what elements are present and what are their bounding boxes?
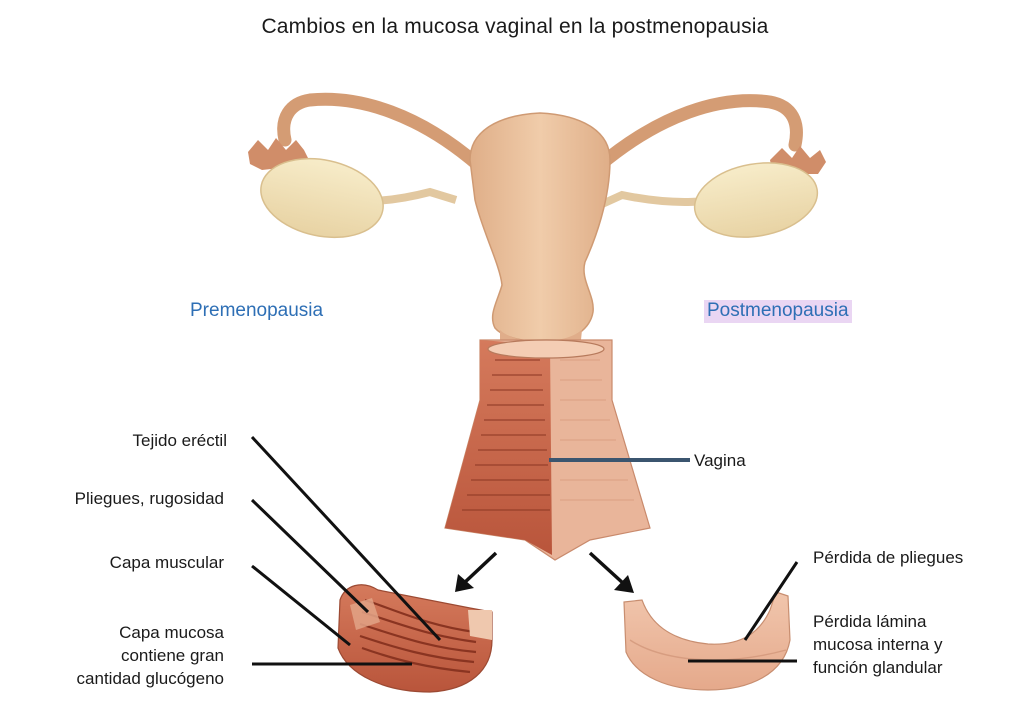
label-perdida-lamina: Pérdida lámina mucosa interna y función … xyxy=(813,611,942,680)
leader-pliegues xyxy=(252,500,368,612)
label-capa-mucosa-line-2: contiene gran xyxy=(77,645,224,668)
label-capa-muscular: Capa muscular xyxy=(110,553,224,573)
label-capa-mucosa: Capa mucosa contiene gran cantidad glucó… xyxy=(77,622,224,691)
label-perdida-pliegues: Pérdida de pliegues xyxy=(813,548,963,568)
label-capa-mucosa-line-3: cantidad glucógeno xyxy=(77,668,224,691)
label-capa-mucosa-line-1: Capa mucosa xyxy=(77,622,224,645)
label-tejido-erectil: Tejido eréctil xyxy=(133,431,228,451)
arrow-to-postmenopause xyxy=(590,553,634,593)
right-fallopian-tube xyxy=(600,101,826,174)
postmenopause-label: Postmenopausia xyxy=(704,300,852,323)
label-vagina: Vagina xyxy=(694,451,746,471)
postmenopause-wall-section xyxy=(624,592,790,690)
label-pliegues: Pliegues, rugosidad xyxy=(75,489,224,509)
right-ovary xyxy=(600,154,823,246)
label-perdida-lamina-line-1: Pérdida lámina xyxy=(813,611,942,634)
label-perdida-lamina-line-2: mucosa interna y xyxy=(813,634,942,657)
label-perdida-lamina-line-3: función glandular xyxy=(813,657,942,680)
arrow-to-premenopause xyxy=(455,553,496,592)
left-fallopian-tube xyxy=(248,99,478,170)
premenopause-label: Premenopausia xyxy=(190,300,323,323)
leader-capa-muscular xyxy=(252,566,350,645)
vagina-section xyxy=(445,340,650,560)
left-ovary xyxy=(253,148,456,248)
premenopause-wall-section xyxy=(338,585,492,692)
diagram-title: Cambios en la mucosa vaginal en la postm… xyxy=(0,14,1030,39)
uterus xyxy=(470,113,610,342)
